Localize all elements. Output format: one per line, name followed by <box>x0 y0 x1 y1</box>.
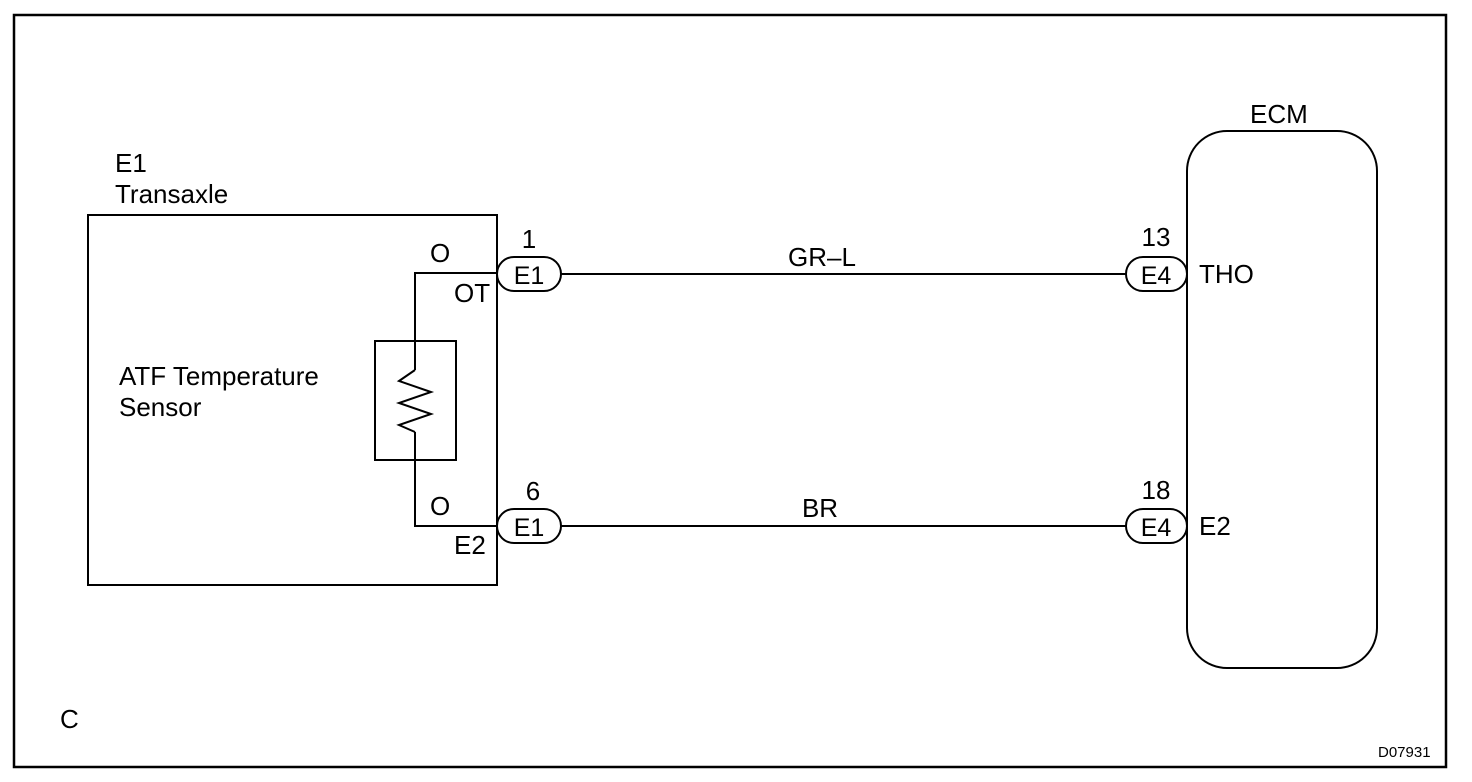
connector-e1-label-2: E1 <box>514 514 545 542</box>
connector-e4-pin13 <box>1125 256 1188 292</box>
terminal-e2-right: E2 <box>1199 511 1231 541</box>
pin-number-18: 18 <box>1142 475 1171 505</box>
sensor-label-line1: ATF Temperature <box>119 361 319 391</box>
connector-e1-label-1: E1 <box>514 262 545 290</box>
connector-e1-pin1 <box>496 256 562 292</box>
terminal-tho: THO <box>1199 259 1254 289</box>
wire-color-br: BR <box>802 493 838 523</box>
figure-frame <box>12 13 1448 769</box>
sensor-label-line2: Sensor <box>119 392 202 422</box>
terminal-e2-left: E2 <box>454 530 486 560</box>
connector-e4-pin18 <box>1125 508 1188 544</box>
sensor-wire-bottom <box>414 432 497 527</box>
sensor-wire-top <box>414 272 497 370</box>
connector-e1-pin6 <box>496 508 562 544</box>
wire-color-top: O <box>430 238 450 268</box>
ecm-box <box>1186 130 1378 669</box>
wire-color-bottom: O <box>430 491 450 521</box>
transaxle-label: Transaxle <box>115 179 228 209</box>
resistor-symbol <box>395 369 435 433</box>
terminal-ot: OT <box>454 278 490 308</box>
corner-letter: C <box>60 704 79 734</box>
pin-number-6: 6 <box>526 476 540 506</box>
connector-e4-label-2: E4 <box>1141 514 1172 542</box>
figure-code: D07931 <box>1378 744 1431 761</box>
transaxle-box <box>87 214 498 586</box>
transaxle-id: E1 <box>115 148 147 178</box>
wire-color-gr-l: GR–L <box>788 242 856 272</box>
pin-number-13: 13 <box>1142 222 1171 252</box>
ecm-label: ECM <box>1250 99 1308 129</box>
connector-e4-label-1: E4 <box>1141 262 1172 290</box>
pin-number-1: 1 <box>522 224 536 254</box>
